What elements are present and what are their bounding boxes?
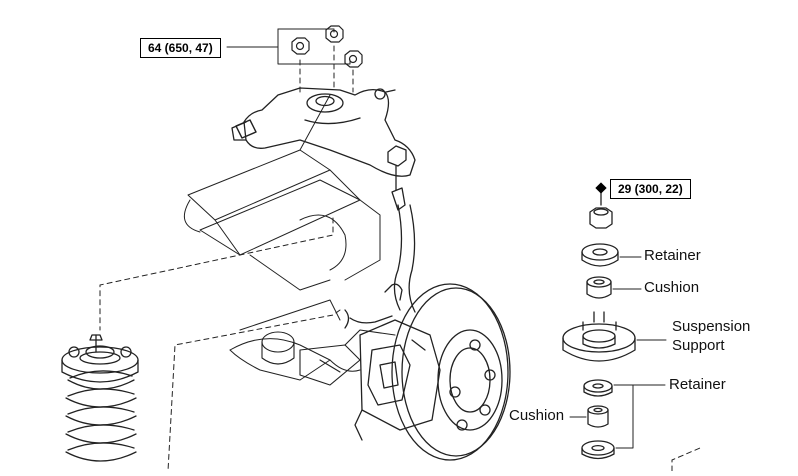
torque-spec-support-nut: 29 (300, 22) bbox=[610, 179, 691, 200]
cushion-lower bbox=[587, 405, 609, 428]
label-cushion-lower: Cushion bbox=[509, 407, 565, 424]
brake-rotor bbox=[391, 283, 511, 461]
torque-bracket-upper bbox=[226, 28, 351, 65]
label-suspension-support-line2: Support bbox=[672, 337, 725, 354]
label-retainer-top: Retainer bbox=[644, 247, 701, 264]
steering-knuckle bbox=[344, 145, 416, 329]
leader-retainer-lower bbox=[613, 384, 666, 449]
retainer-lower-b bbox=[581, 440, 615, 460]
retainer-lower-a bbox=[583, 379, 613, 397]
frame-rail bbox=[183, 94, 381, 381]
brake-caliper bbox=[354, 319, 441, 441]
lower-arm bbox=[261, 329, 396, 386]
coil-spring bbox=[61, 334, 139, 462]
upper-control-arm bbox=[231, 87, 416, 177]
retainer-top bbox=[581, 243, 619, 267]
label-suspension-support-line1: Suspension bbox=[672, 318, 751, 335]
label-cushion-top: Cushion bbox=[644, 279, 700, 296]
support-nut bbox=[589, 191, 613, 229]
upper-arm-nuts bbox=[291, 25, 363, 68]
torque-spec-upper-arm: 64 (650, 47) bbox=[140, 38, 221, 59]
label-retainer-lower: Retainer bbox=[669, 376, 726, 393]
cushion-top bbox=[586, 276, 612, 299]
leader-lines bbox=[99, 45, 701, 472]
suspension-support bbox=[562, 311, 636, 362]
